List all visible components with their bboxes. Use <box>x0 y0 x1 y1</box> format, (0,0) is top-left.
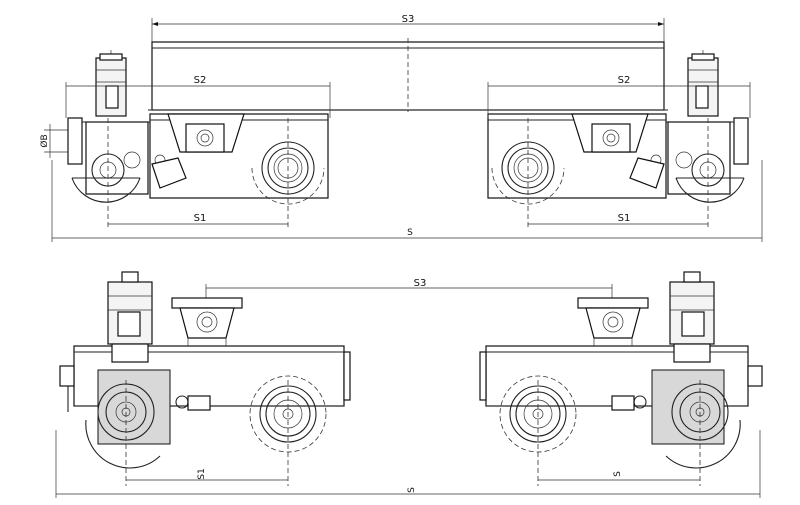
dimension-s3-top: S3 <box>151 14 665 42</box>
drive-wheel-right-top <box>675 177 745 203</box>
left-end-carriage-bottom <box>59 271 351 486</box>
top-view: S3 <box>39 14 763 242</box>
label-s2-left: S2 <box>194 75 207 86</box>
dimension-s1-right-top: S1 <box>528 213 708 225</box>
right-end-carriage-top <box>487 50 749 230</box>
dimension-s2-left: S2 <box>65 75 331 118</box>
label-s2-right: S2 <box>618 75 631 86</box>
dimension-s-bottom: S <box>55 430 761 498</box>
gearbox-left-top <box>85 121 149 195</box>
gearbox-right-bottom <box>651 369 725 445</box>
label-s1-left-top: S1 <box>194 213 207 224</box>
dimension-s3-bottom: S3 <box>205 278 613 298</box>
label-s1-right-top: S1 <box>618 213 631 224</box>
gearbox-right-top <box>667 121 731 195</box>
dimension-s2-right: S2 <box>487 75 751 118</box>
label-s3-bottom: S3 <box>414 278 427 289</box>
dimension-s1-bottom: S1 <box>126 468 288 481</box>
label-s-bottom: S <box>407 487 417 493</box>
gearbox-left-bottom <box>97 369 171 445</box>
dimension-s-small-bottom: S <box>538 471 700 481</box>
bottom-view: S3 <box>55 271 763 498</box>
label-s-top: S <box>407 228 413 238</box>
dimension-diameter: ØB <box>39 124 68 158</box>
label-diameter: ØB <box>39 134 50 147</box>
dimension-s-top: S <box>51 160 763 242</box>
left-end-carriage-top <box>67 50 329 230</box>
label-s3-top: S3 <box>402 14 415 25</box>
label-s-small-bottom: S <box>613 471 623 477</box>
drive-wheel-left-top <box>71 177 141 203</box>
main-girder-top <box>148 38 668 112</box>
label-s1-bottom: S1 <box>197 468 207 479</box>
right-end-carriage-bottom <box>479 271 763 486</box>
dimension-s1-left-top: S1 <box>108 213 288 225</box>
